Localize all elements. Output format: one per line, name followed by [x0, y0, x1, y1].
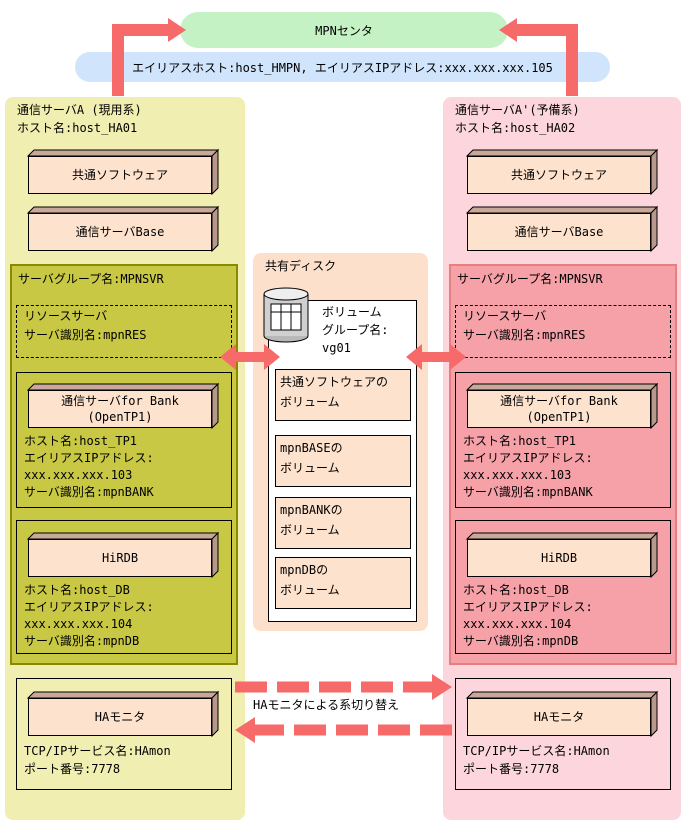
- server-b-bank-line-1: ホスト名:host_TP1: [463, 434, 577, 448]
- server-a-resource-id: サーバ識別名:mpnRES: [24, 328, 147, 342]
- server-a-bank-line-3: xxx.xxx.xxx.103: [24, 468, 133, 482]
- shared-disk-title: 共有ディスク: [265, 259, 337, 273]
- server-b-resource-id: サーバ識別名:mpnRES: [463, 328, 586, 342]
- arrow-a-disk-head-right: [264, 344, 280, 370]
- arrow-switch-right-head: [432, 674, 452, 700]
- server-a-hirdb-label: HiRDB: [101, 551, 139, 565]
- server-b-hirdb-frame: [455, 520, 671, 654]
- arrow-b-to-center: [515, 24, 578, 96]
- server-b-bank-box: 通信サーバfor Bank (OpenTP1): [465, 382, 659, 430]
- server-b-hirdb-line-1: ホスト名:host_DB: [463, 583, 569, 597]
- server-b-bank-line-2: エイリアスIPアドレス:: [463, 451, 593, 465]
- server-a-ha-frame: [16, 678, 232, 790]
- server-b-common-sw-box: 共通ソフトウェア: [465, 148, 659, 196]
- server-b-ha-line-2: ポート番号:7778: [463, 762, 560, 776]
- server-a-bank-label: 通信サーバfor Bank (OpenTP1): [61, 394, 179, 424]
- volume-mpndb-line-1: mpnDBの: [280, 563, 329, 577]
- server-a-common-sw-box: 共通ソフトウェア: [26, 148, 220, 196]
- volume-group-line-3: vg01: [322, 341, 351, 355]
- server-b-resource-title: リソースサーバ: [463, 309, 547, 323]
- server-b-ha-frame: [455, 678, 671, 790]
- arrow-a-to-center-head: [168, 18, 186, 42]
- volume-mpnbank-line-1: mpnBANKの: [280, 503, 343, 517]
- server-b-ha-line-1: TCP/IPサービス名:HAmon: [463, 744, 610, 758]
- volume-group-line-2: グループ名:: [322, 323, 389, 337]
- volume-group-line-1: ボリューム: [322, 305, 382, 319]
- arrow-disk-b-head-left: [406, 344, 422, 370]
- server-a-title: 通信サーバA (現用系): [17, 103, 142, 117]
- volume-mpnbank-line-2: ボリューム: [280, 523, 340, 537]
- volume-mpnbase: [275, 435, 411, 487]
- server-b-hirdb-line-4: サーバ識別名:mpnDB: [463, 634, 579, 648]
- server-b-resource: [455, 305, 671, 358]
- server-b-group: [449, 264, 677, 665]
- server-a-base-label: 通信サーバBase: [75, 225, 165, 239]
- server-a-bank-frame: [16, 372, 232, 508]
- volume-mpndb: [275, 557, 411, 609]
- arrow-switch-left-head: [235, 717, 255, 743]
- disk-cylinder-icon: [263, 287, 309, 343]
- volume-mpndb-line-2: ボリューム: [280, 583, 340, 597]
- server-b-hirdb-line-2: エイリアスIPアドレス:: [463, 600, 593, 614]
- server-a-ha-label: HAモニタ: [94, 710, 146, 724]
- server-a-ha-box: HAモニタ: [26, 690, 220, 738]
- mpn-center-label: MPNセンタ: [315, 23, 373, 38]
- server-a-base-box: 通信サーバBase: [26, 205, 220, 253]
- server-a-hirdb-line-3: xxx.xxx.xxx.104: [24, 617, 133, 631]
- server-b-hirdb-box: HiRDB: [465, 531, 659, 579]
- volume-mpnbank: [275, 497, 411, 549]
- alias-bar-label: エイリアスホスト:host_HMPN, エイリアスIPアドレス:xxx.xxx.…: [132, 60, 553, 75]
- volume-common-sw-line-2: ボリューム: [280, 395, 340, 409]
- server-a-hirdb-frame: [16, 520, 232, 654]
- volume-common-sw-line-1: 共通ソフトウェアの: [280, 375, 389, 389]
- server-b-title: 通信サーバA'(予備系): [455, 103, 580, 117]
- server-a-ha-line-1: TCP/IPサービス名:HAmon: [24, 744, 171, 758]
- server-a-hirdb-line-4: サーバ識別名:mpnDB: [24, 634, 140, 648]
- server-b-ha-label: HAモニタ: [533, 710, 585, 724]
- server-a-hirdb-line-2: エイリアスIPアドレス:: [24, 600, 154, 614]
- server-b-ha-box: HAモニタ: [465, 690, 659, 738]
- server-a-bank-box: 通信サーバfor Bank (OpenTP1): [26, 382, 220, 430]
- server-a-group: [10, 264, 238, 665]
- server-a-hirdb-line-1: ホスト名:host_DB: [24, 583, 130, 597]
- mpn-center: MPNセンタ: [180, 12, 508, 48]
- alias-bar: エイリアスホスト:host_HMPN, エイリアスIPアドレス:xxx.xxx.…: [75, 52, 610, 82]
- arrow-a-disk-head-left: [220, 344, 236, 370]
- server-a-bank-line-4: サーバ識別名:mpnBANK: [24, 485, 154, 499]
- server-b-base-label: 通信サーバBase: [514, 225, 604, 239]
- server-b-host: ホスト名:host_HA02: [455, 121, 576, 135]
- server-b-bank-frame: [455, 372, 671, 508]
- server-b-bank-label: 通信サーバfor Bank (OpenTP1): [500, 394, 618, 424]
- server-a-ha-line-2: ポート番号:7778: [24, 762, 121, 776]
- switch-label: HAモニタによる系切り替え: [253, 698, 400, 712]
- server-a-bank-line-2: エイリアスIPアドレス:: [24, 451, 154, 465]
- server-a-common-sw-label: 共通ソフトウェア: [71, 168, 168, 182]
- server-a-resource: [16, 305, 232, 358]
- server-b-hirdb-label: HiRDB: [540, 551, 578, 565]
- server-b-hirdb-line-3: xxx.xxx.xxx.104: [463, 617, 572, 631]
- arrow-b-to-center-head: [499, 18, 517, 42]
- arrow-a-to-center: [112, 24, 170, 96]
- server-b-bank-line-3: xxx.xxx.xxx.103: [463, 468, 572, 482]
- volume-mpnbase-line-2: ボリューム: [280, 461, 340, 475]
- arrow-disk-b-head-right: [450, 344, 466, 370]
- server-a-host: ホスト名:host_HA01: [17, 121, 138, 135]
- server-a-resource-title: リソースサーバ: [24, 309, 108, 323]
- server-a-hirdb-box: HiRDB: [26, 531, 220, 579]
- volume-common-sw: [275, 369, 411, 421]
- server-a-group-name: サーバグループ名:MPNSVR: [18, 272, 164, 286]
- volume-mpnbase-line-1: mpnBASEの: [280, 441, 343, 455]
- server-a-bank-line-1: ホスト名:host_TP1: [24, 434, 138, 448]
- server-b-group-name: サーバグループ名:MPNSVR: [457, 272, 603, 286]
- server-b-common-sw-label: 共通ソフトウェア: [510, 168, 607, 182]
- server-b-base-box: 通信サーバBase: [465, 205, 659, 253]
- server-b-bank-line-4: サーバ識別名:mpnBANK: [463, 485, 593, 499]
